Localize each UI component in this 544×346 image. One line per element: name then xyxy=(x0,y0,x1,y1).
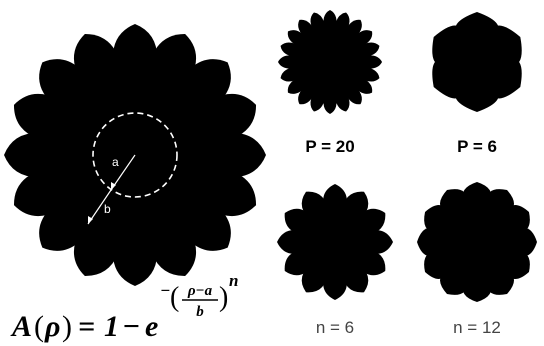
flower-n12-center xyxy=(431,196,523,288)
formula-minus: − xyxy=(122,310,140,343)
formula-equals: = xyxy=(78,310,95,343)
petal xyxy=(323,270,347,300)
formula-lhs: A xyxy=(10,310,32,343)
radius-a-arrowhead xyxy=(111,182,116,190)
petal xyxy=(202,132,266,178)
flower-n6 xyxy=(277,184,393,300)
formula-power: n xyxy=(229,271,238,290)
formula-denominator: b xyxy=(196,304,204,320)
label-n12: n = 12 xyxy=(453,318,501,337)
flower-p6 xyxy=(432,12,522,112)
label-a: a xyxy=(112,155,119,169)
flower-n12 xyxy=(417,182,537,302)
formula-one: 1 xyxy=(104,310,119,343)
formula-lhs-arg: ρ xyxy=(44,310,60,343)
petal xyxy=(112,222,158,286)
formula-exp-sign: − xyxy=(160,281,170,300)
formula-exp-lparen: ( xyxy=(170,282,179,313)
petal xyxy=(277,230,307,254)
formula-numerator: ρ−a xyxy=(187,283,213,299)
label-p6: P = 6 xyxy=(457,137,497,156)
flower-n6-petals xyxy=(277,184,393,300)
petal xyxy=(323,184,347,214)
formula-exp-rparen: ) xyxy=(219,282,228,313)
flower-n6-center xyxy=(299,206,371,278)
flower-p20-center xyxy=(292,24,368,100)
main-flower: a b xyxy=(4,24,266,286)
petal xyxy=(4,132,68,178)
radius-b-arrowhead xyxy=(88,216,93,224)
formula-lparen: ( xyxy=(34,310,44,343)
label-b: b xyxy=(104,202,111,216)
dashed-inner-circle xyxy=(92,112,178,198)
flower-p6-center xyxy=(441,26,513,98)
radius-a-arrow xyxy=(110,154,136,191)
petal xyxy=(112,24,158,88)
formula-rparen: ) xyxy=(62,310,72,343)
formula: A ( ρ ) = 1 − e − ( ρ−a b ) n xyxy=(10,271,238,343)
label-p20: P = 20 xyxy=(305,137,354,156)
flower-p20 xyxy=(278,10,382,114)
formula-base: e xyxy=(145,310,158,343)
label-n6: n = 6 xyxy=(316,318,354,337)
petal xyxy=(363,230,393,254)
